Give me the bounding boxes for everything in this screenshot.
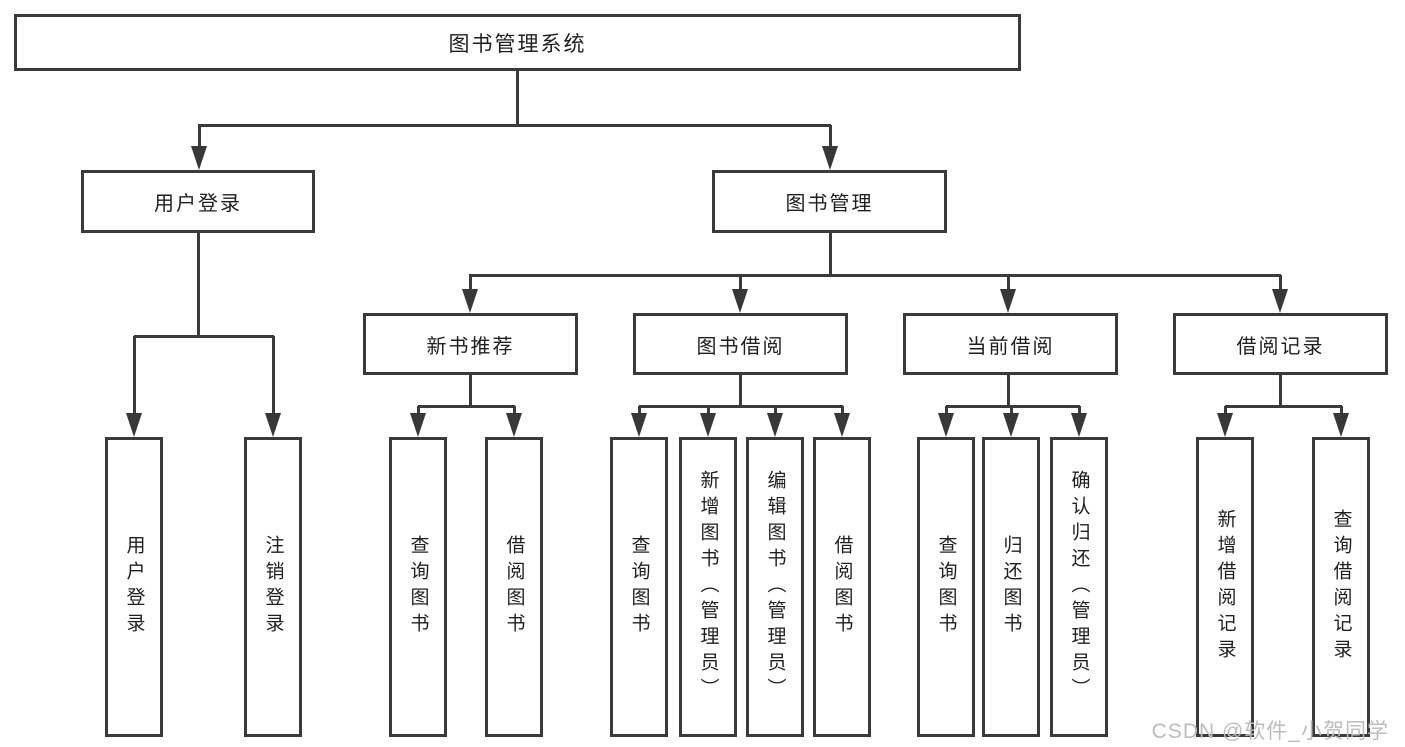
arrow-down-icon <box>631 413 647 437</box>
connector-line <box>1006 275 1010 295</box>
connector-line <box>1077 406 1081 419</box>
arrow-down-icon <box>938 413 954 437</box>
connector-line <box>828 233 832 275</box>
connector-line <box>1223 406 1227 419</box>
leaf-query-books-recommend: 查询图书 <box>389 437 447 737</box>
connector-line <box>1006 375 1010 406</box>
arrow-down-icon <box>462 289 478 313</box>
node-library-management-system: 图书管理系统 <box>14 14 1021 71</box>
arrow-down-icon <box>1333 413 1349 437</box>
connector-line <box>738 275 742 295</box>
connector-line <box>706 406 710 419</box>
arrow-down-icon <box>191 146 207 170</box>
leaf-query-borrow-record: 查询借阅记录 <box>1312 437 1370 737</box>
arrow-down-icon <box>732 289 748 313</box>
arrow-down-icon <box>822 146 838 170</box>
leaf-return-books: 归还图书 <box>982 437 1040 737</box>
leaf-edit-book-admin: 编辑图书（管理员） <box>746 437 804 737</box>
connector-line <box>468 375 472 406</box>
leaf-query-books-borrow: 查询图书 <box>610 437 668 737</box>
arrow-down-icon <box>1272 289 1288 313</box>
arrow-down-icon <box>265 413 281 437</box>
connector-line <box>198 123 831 127</box>
connector-line <box>738 375 742 406</box>
connector-line <box>515 71 519 125</box>
connector-line <box>639 404 843 408</box>
node-new-book-recommend: 新书推荐 <box>363 313 578 375</box>
arrow-down-icon <box>834 413 850 437</box>
csdn-watermark: CSDN @软件_小贺同学 <box>1151 720 1389 743</box>
connector-line <box>469 273 1281 277</box>
node-user-login: 用户登录 <box>81 170 315 233</box>
connector-line <box>197 125 201 152</box>
connector-line <box>946 404 1080 408</box>
connector-line <box>132 336 136 419</box>
arrow-down-icon <box>1003 413 1019 437</box>
connector-line <box>637 406 641 419</box>
node-borrow-records: 借阅记录 <box>1173 313 1388 375</box>
connector-line <box>271 336 275 419</box>
connector-line <box>944 406 948 419</box>
connector-line <box>773 406 777 419</box>
arrow-down-icon <box>700 413 716 437</box>
connector-line <box>134 334 274 338</box>
leaf-logout: 注销登录 <box>244 437 302 737</box>
leaf-confirm-return-admin: 确认归还（管理员） <box>1050 437 1108 737</box>
node-current-borrow: 当前借阅 <box>903 313 1118 375</box>
connector-line <box>840 406 844 419</box>
connector-line <box>828 125 832 152</box>
arrow-down-icon <box>410 413 426 437</box>
connector-line <box>1339 406 1343 419</box>
leaf-user-login: 用户登录 <box>105 437 163 737</box>
connector-line <box>1278 375 1282 406</box>
leaf-borrow-books-recommend: 借阅图书 <box>485 437 543 737</box>
connector-line <box>196 233 200 336</box>
connector-line <box>416 406 420 419</box>
connector-line <box>512 406 516 419</box>
node-book-management: 图书管理 <box>712 170 947 233</box>
connector-line <box>468 275 472 295</box>
arrow-down-icon <box>1071 413 1087 437</box>
leaf-query-books-current: 查询图书 <box>917 437 975 737</box>
arrow-down-icon <box>126 413 142 437</box>
node-book-borrow: 图书借阅 <box>633 313 848 375</box>
arrow-down-icon <box>767 413 783 437</box>
leaf-add-book-admin: 新增图书（管理员） <box>679 437 737 737</box>
connector-line <box>1225 404 1342 408</box>
leaf-borrow-books-borrow: 借阅图书 <box>813 437 871 737</box>
connector-line <box>1278 275 1282 295</box>
arrow-down-icon <box>506 413 522 437</box>
arrow-down-icon <box>1000 289 1016 313</box>
arrow-down-icon <box>1217 413 1233 437</box>
connector-line <box>418 404 515 408</box>
connector-line <box>1009 406 1013 419</box>
leaf-add-borrow-record: 新增借阅记录 <box>1196 437 1254 737</box>
